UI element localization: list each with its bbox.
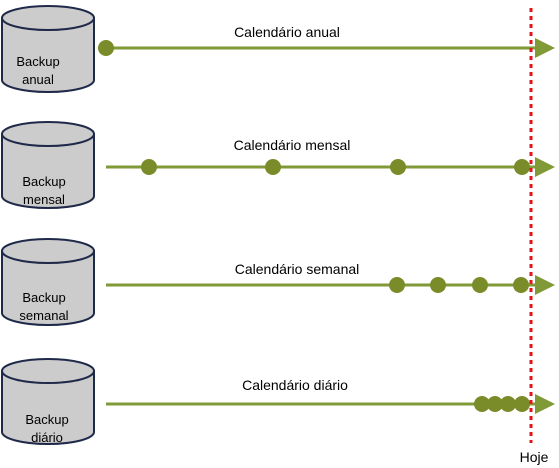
- cylinder-label-line1: Backup: [16, 54, 59, 69]
- cylinder-label-line1: Backup: [22, 174, 65, 189]
- backup-point: [141, 159, 157, 175]
- arrow-head-icon: [535, 394, 555, 414]
- backup-point: [472, 277, 488, 293]
- backup-point: [514, 159, 530, 175]
- cylinder-label-line2: semanal: [19, 308, 68, 323]
- backup-point: [390, 159, 406, 175]
- today-label: Hoje: [520, 449, 549, 465]
- backup-point: [513, 277, 529, 293]
- arrow-head-icon: [535, 275, 555, 295]
- cylinder-daily: [0, 358, 95, 445]
- schedule-label: Calendário mensal: [234, 137, 351, 153]
- schedule-label: Calendário diário: [242, 377, 348, 393]
- backup-point: [487, 396, 503, 412]
- row-monthly: Backup mensal Calendário mensal: [0, 121, 555, 209]
- cylinder-monthly: [0, 121, 95, 209]
- backup-point: [474, 396, 490, 412]
- cylinder-label-line1: Backup: [22, 290, 65, 305]
- cylinder-label-line2: mensal: [23, 192, 65, 207]
- backup-point: [500, 396, 516, 412]
- backup-point: [514, 396, 530, 412]
- cylinder-label-line2: anual: [22, 72, 54, 87]
- backup-point: [389, 277, 405, 293]
- row-weekly: Backup semanal Calendário semanal: [0, 238, 555, 326]
- backup-point: [98, 40, 114, 56]
- row-daily: Backup diário Calendário diário: [0, 358, 555, 445]
- schedule-label: Calendário semanal: [235, 261, 360, 277]
- row-annual: Backup anual Calendário anual: [0, 5, 555, 93]
- cylinder-label-line2: diário: [31, 430, 63, 445]
- schedule-label: Calendário anual: [234, 24, 340, 40]
- arrow-head-icon: [535, 157, 555, 177]
- backup-point: [265, 159, 281, 175]
- arrow-head-icon: [535, 38, 555, 58]
- backup-point: [430, 277, 446, 293]
- cylinder-annual: [0, 5, 95, 93]
- cylinder-label-line1: Backup: [25, 412, 68, 427]
- cylinder-weekly: [0, 238, 95, 326]
